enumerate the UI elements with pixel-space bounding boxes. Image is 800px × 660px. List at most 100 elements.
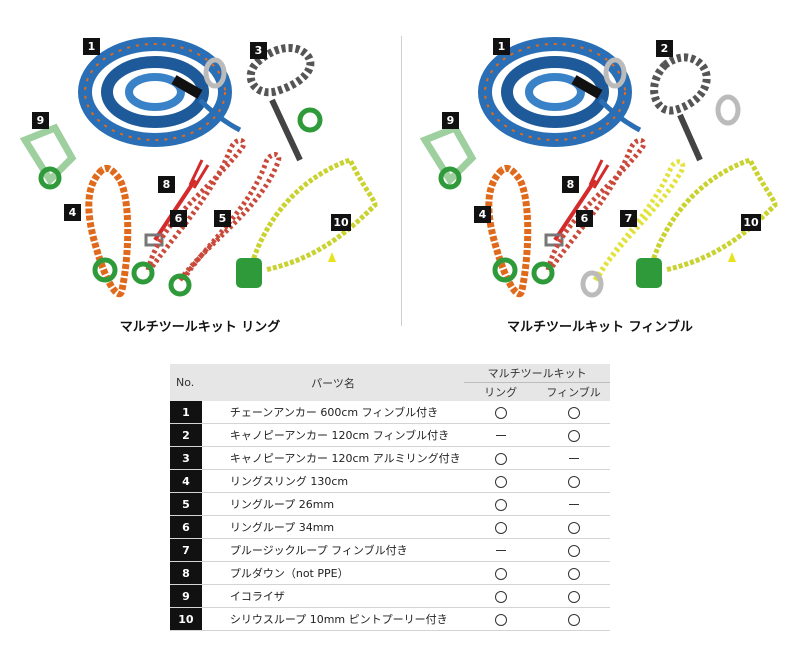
ring-availability [464, 515, 538, 539]
ring-availability [464, 469, 538, 493]
badge-9: 9 [32, 112, 49, 129]
row-number: 5 [170, 492, 202, 516]
badge-10: 10 [331, 214, 351, 231]
ring-availability [464, 492, 538, 516]
row-number: 9 [170, 584, 202, 608]
ring-sling-image [85, 164, 132, 298]
badge-10: 10 [741, 214, 761, 231]
thimble-availability [537, 584, 610, 608]
not-included-dash-icon [568, 504, 579, 505]
row-number: 7 [170, 538, 202, 562]
part-name: リングスリング 130cm [201, 469, 465, 493]
included-circle-icon [494, 590, 507, 603]
badge-1: 1 [83, 38, 100, 55]
badge-3: 3 [250, 42, 267, 59]
badge-8: 8 [158, 176, 175, 193]
canopy-anchor-ring-image [246, 44, 323, 162]
badge-6: 6 [576, 210, 593, 227]
included-circle-icon [567, 567, 580, 580]
ring-availability [464, 446, 538, 470]
badge-1: 1 [493, 38, 510, 55]
not-included-dash-icon [495, 435, 506, 436]
chain-anchor-rope-image [478, 37, 642, 147]
header-no: No. [170, 364, 202, 401]
row-number: 4 [170, 469, 202, 493]
pulldown-image [544, 159, 610, 247]
badge-4: 4 [64, 204, 81, 221]
ring-kit-caption: マルチツールキット リング [119, 320, 281, 335]
equalizer-image [419, 123, 477, 190]
included-circle-icon [494, 498, 507, 511]
badge-4: 4 [474, 206, 491, 223]
thimble-availability [537, 469, 610, 493]
included-circle-icon [567, 613, 580, 626]
thimble-availability [537, 607, 610, 631]
badge-6: 6 [170, 210, 187, 227]
thimble-availability [537, 446, 610, 470]
included-circle-icon [567, 475, 580, 488]
ring-availability [464, 401, 538, 424]
thimble-availability [537, 423, 610, 447]
part-name: リングループ 34mm [201, 515, 465, 539]
row-number: 1 [170, 401, 202, 424]
thimble-availability [537, 561, 610, 585]
product-photo-thimble-kit: 1 2 9 8 4 6 7 10 [410, 30, 790, 310]
included-circle-icon [567, 544, 580, 557]
part-name: チェーンアンカー 600cm フィンブル付き [201, 401, 465, 424]
ring-availability [464, 561, 538, 585]
header-kit-group: マルチツールキット [464, 364, 610, 383]
part-name: リングループ 26mm [201, 492, 465, 516]
badge-9: 9 [442, 112, 459, 129]
header-thimble: フィンブル [537, 382, 610, 401]
panel-divider [401, 36, 402, 326]
included-circle-icon [494, 406, 507, 419]
part-name: プルージックループ フィンブル付き [201, 538, 465, 562]
row-number: 6 [170, 515, 202, 539]
sirius-loop-pulley-image [236, 156, 378, 288]
thimble-availability [537, 515, 610, 539]
product-photo-ring-kit: 1 3 9 8 4 6 5 10 [10, 30, 390, 310]
canopy-anchor-thimble-image [650, 53, 741, 162]
included-circle-icon [567, 429, 580, 442]
included-circle-icon [494, 452, 507, 465]
included-circle-icon [567, 406, 580, 419]
row-number: 10 [170, 607, 202, 631]
prusik-loop-thimble-image [580, 159, 686, 298]
not-included-dash-icon [568, 458, 579, 459]
ring-availability [464, 584, 538, 608]
row-number: 8 [170, 561, 202, 585]
row-number: 2 [170, 423, 202, 447]
included-circle-icon [494, 475, 507, 488]
ring-availability [464, 423, 538, 447]
ring-availability [464, 538, 538, 562]
part-name: イコライザ [201, 584, 465, 608]
thimble-availability [537, 492, 610, 516]
part-name: シリウスループ 10mm ピントプーリー付き [201, 607, 465, 631]
included-circle-icon [494, 613, 507, 626]
badge-7: 7 [620, 210, 637, 227]
ring-loop-26-image [168, 152, 282, 297]
header-part-name: パーツ名 [201, 364, 465, 401]
badge-2: 2 [656, 40, 673, 57]
badge-8: 8 [562, 176, 579, 193]
not-included-dash-icon [495, 550, 506, 551]
part-name: キャノピーアンカー 120cm アルミリング付き [201, 446, 465, 470]
header-ring: リング [464, 382, 538, 401]
included-circle-icon [567, 521, 580, 534]
part-name: キャノピーアンカー 120cm フィンブル付き [201, 423, 465, 447]
ring-availability [464, 607, 538, 631]
badge-5: 5 [214, 210, 231, 227]
included-circle-icon [494, 521, 507, 534]
included-circle-icon [494, 567, 507, 580]
